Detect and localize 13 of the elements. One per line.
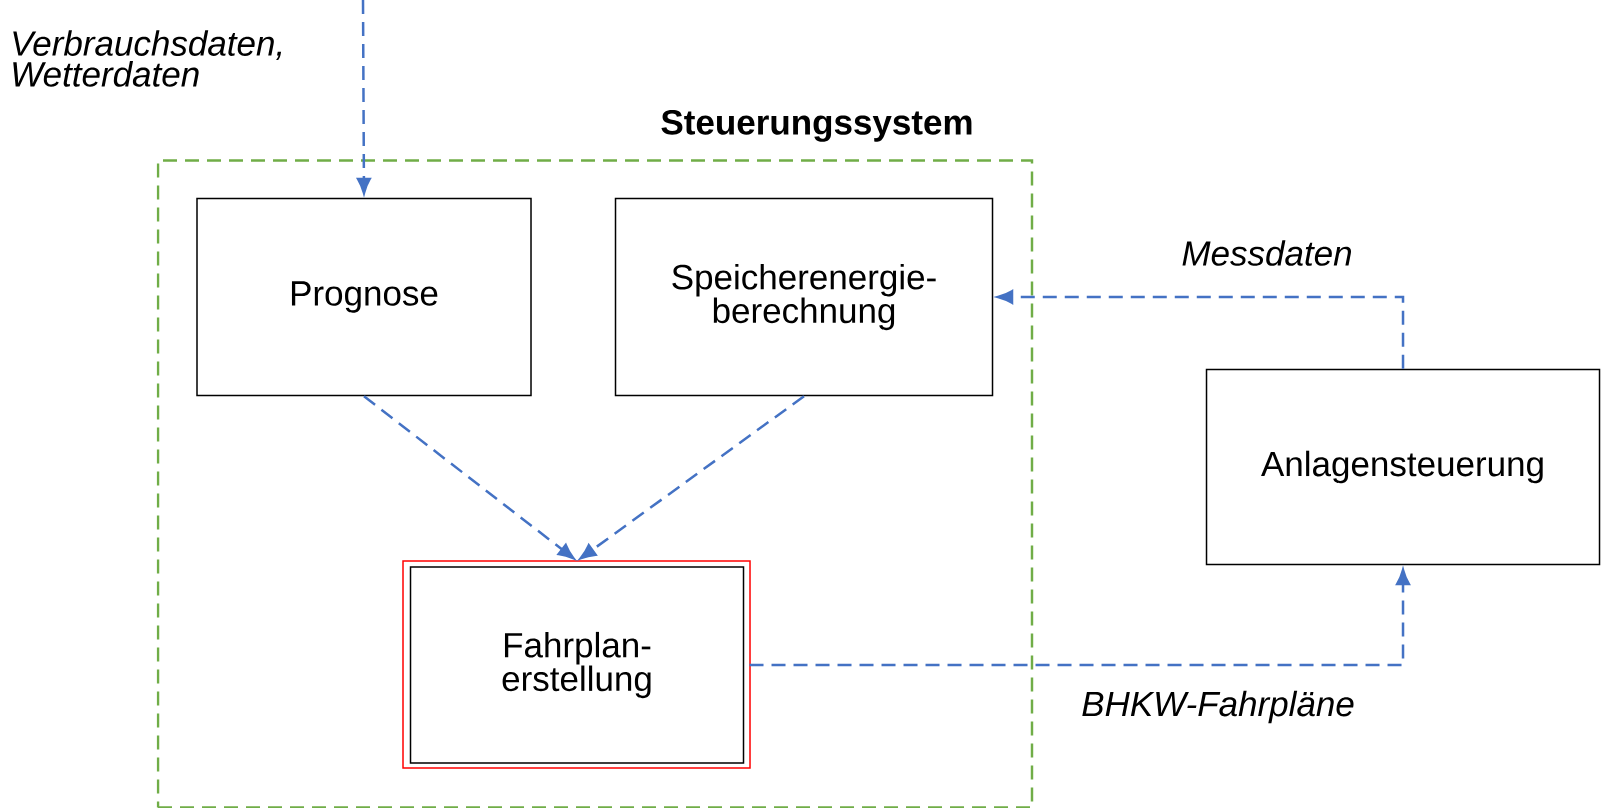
arrow <box>749 568 1410 667</box>
arrow <box>996 290 1405 369</box>
edge-label: BHKW-Fahrpläne <box>1082 690 1354 724</box>
highlighted-process-box: Fahrplan- erstellung <box>402 560 751 769</box>
process-box: Anlagensteuerung <box>1205 368 1601 566</box>
group-title: Steuerungssystem <box>661 109 972 142</box>
arrow <box>356 0 371 195</box>
process-box: Speicherenergie- berechnung <box>614 197 994 397</box>
edge-label: Verbrauchsdaten, Wetterdaten <box>13 30 282 87</box>
arrow <box>363 395 575 560</box>
edge-label: Messdaten <box>1182 240 1351 266</box>
arrow <box>579 395 805 560</box>
process-box: Prognose <box>196 197 532 397</box>
